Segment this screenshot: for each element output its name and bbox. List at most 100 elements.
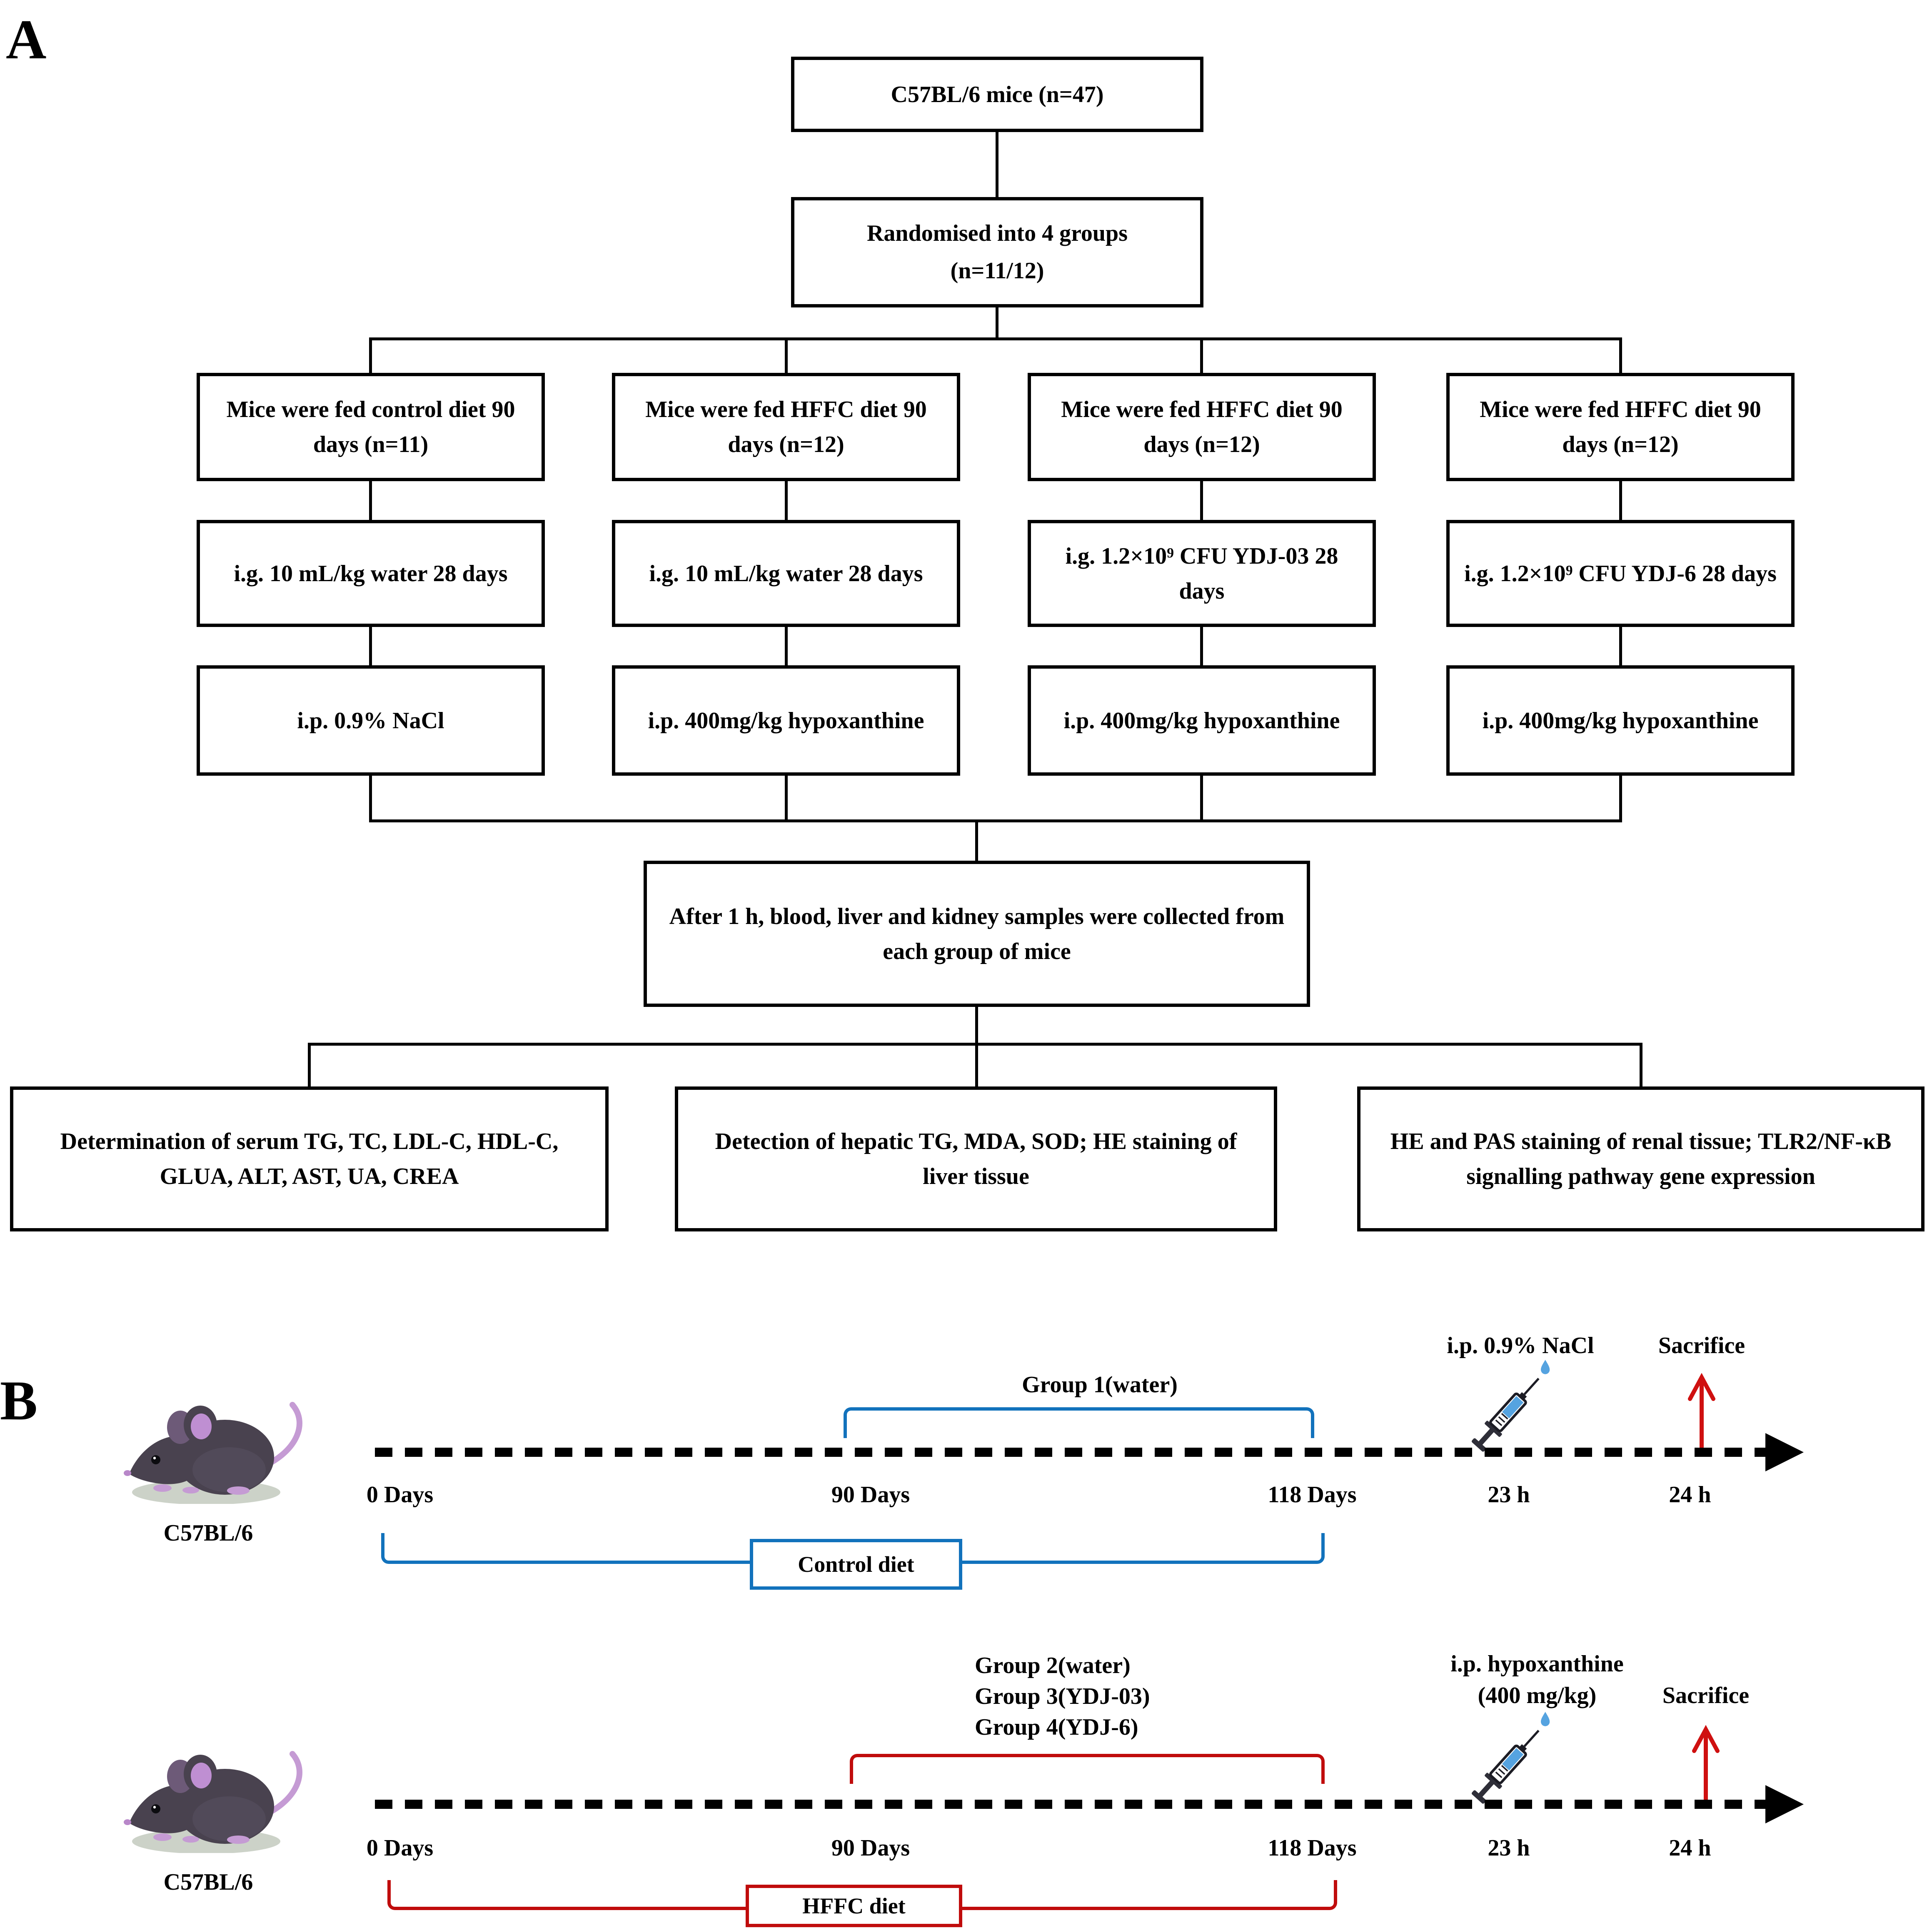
group1-gavage-text: i.g. 10 mL/kg water 28 days <box>234 560 508 587</box>
connector <box>785 627 788 665</box>
group4-injection-box: i.p. 400mg/kg hypoxanthine <box>1446 665 1795 776</box>
connector <box>1200 776 1203 822</box>
flow-box-population: C57BL/6 mice (n=47) <box>791 57 1203 132</box>
connector <box>975 1007 978 1043</box>
timeline1-treatment-bracket <box>844 1407 1314 1438</box>
timeline1-tick-23h: 23 h <box>1488 1482 1530 1508</box>
flow-box-randomised-line2: (n=11/12) <box>950 257 1044 284</box>
timeline2-sacrifice-label: Sacrifice <box>1662 1683 1750 1708</box>
timeline2-arrowhead <box>1765 1785 1804 1823</box>
connector <box>996 307 998 337</box>
timeline2-axis <box>375 1800 1766 1809</box>
timeline2-group4-label: Group 4(YDJ-6) <box>975 1714 1138 1740</box>
group2-injection-box: i.p. 400mg/kg hypoxanthine <box>612 665 960 776</box>
timeline2-group2-label: Group 2(water) <box>975 1653 1131 1678</box>
timeline2-tick-23h: 23 h <box>1488 1835 1530 1861</box>
timeline1-group-label: Group 1(water) <box>1022 1372 1178 1398</box>
group3-injection-text: i.p. 400mg/kg hypoxanthine <box>1063 707 1340 734</box>
timeline2-diet-box: HFFC diet <box>746 1885 962 1927</box>
timeline2-tick-118days: 118 Days <box>1268 1835 1357 1861</box>
group1-diet-text: Mice were fed control diet 90 days (n=11… <box>226 397 515 457</box>
timeline1-diet-box: Control diet <box>750 1539 962 1590</box>
connector <box>1640 1043 1642 1086</box>
connector <box>975 819 978 861</box>
collect-box-text: After 1 h, blood, liver and kidney sampl… <box>669 903 1285 964</box>
panel-b-label: B <box>0 1370 38 1432</box>
outcome-renal-box: HE and PAS staining of renal tissue; TLR… <box>1357 1086 1925 1231</box>
connector <box>369 481 372 520</box>
connector <box>1619 481 1622 520</box>
group2-diet-box: Mice were fed HFFC diet 90 days (n=12) <box>612 373 960 481</box>
timeline2-tick-24h: 24 h <box>1669 1835 1711 1861</box>
timeline1-tick-0days: 0 Days <box>366 1482 434 1508</box>
outcome-serum-box: Determination of serum TG, TC, LDL-C, HD… <box>10 1086 609 1231</box>
group3-gavage-text: i.g. 1.2×10⁹ CFU YDJ-03 28 days <box>1065 543 1338 604</box>
connector <box>369 337 1622 340</box>
connector <box>1619 337 1622 373</box>
connector <box>1200 627 1203 665</box>
timeline2-tick-0days: 0 Days <box>366 1835 434 1861</box>
connector <box>1200 481 1203 520</box>
timeline1-diet-text: Control diet <box>798 1552 914 1577</box>
connector <box>369 627 372 665</box>
connector <box>1200 337 1203 373</box>
timeline1-sacrifice-label: Sacrifice <box>1658 1333 1745 1359</box>
group3-injection-box: i.p. 400mg/kg hypoxanthine <box>1028 665 1376 776</box>
timeline2-injection-label-line1: i.p. hypoxanthine <box>1450 1651 1624 1677</box>
group3-diet-box: Mice were fed HFFC diet 90 days (n=12) <box>1028 373 1376 481</box>
mouse-icon <box>100 1732 317 1853</box>
group4-diet-box: Mice were fed HFFC diet 90 days (n=12) <box>1446 373 1795 481</box>
timeline1-tick-90days: 90 Days <box>831 1482 910 1508</box>
group2-diet-text: Mice were fed HFFC diet 90 days (n=12) <box>645 397 927 457</box>
connector <box>369 819 1622 822</box>
connector <box>308 1043 1642 1046</box>
timeline2-group3-label: Group 3(YDJ-03) <box>975 1683 1150 1709</box>
connector <box>785 776 788 822</box>
group4-gavage-text: i.g. 1.2×10⁹ CFU YDJ-6 28 days <box>1464 560 1777 587</box>
group3-gavage-box: i.g. 1.2×10⁹ CFU YDJ-03 28 days <box>1028 520 1376 627</box>
outcome-serum-text: Determination of serum TG, TC, LDL-C, HD… <box>60 1129 559 1189</box>
mouse-icon <box>100 1383 317 1504</box>
flow-box-randomised: Randomised into 4 groups (n=11/12) <box>791 197 1203 307</box>
timeline1-axis <box>375 1448 1766 1457</box>
flow-box-randomised-line1: Randomised into 4 groups <box>866 220 1128 246</box>
connector <box>975 1043 978 1086</box>
collect-box: After 1 h, blood, liver and kidney sampl… <box>644 861 1310 1007</box>
timeline1-injection-label: i.p. 0.9% NaCl <box>1447 1333 1594 1359</box>
flow-box-population-text: C57BL/6 mice (n=47) <box>891 81 1104 107</box>
timeline1-tick-118days: 118 Days <box>1268 1482 1357 1508</box>
outcome-hepatic-box: Detection of hepatic TG, MDA, SOD; HE st… <box>675 1086 1277 1231</box>
connector <box>785 481 788 520</box>
sacrifice-arrow-icon <box>1683 1370 1720 1449</box>
timeline2-tick-90days: 90 Days <box>831 1835 910 1861</box>
mouse-strain-label: C57BL/6 <box>163 1520 253 1546</box>
outcome-hepatic-text: Detection of hepatic TG, MDA, SOD; HE st… <box>715 1129 1237 1189</box>
timeline1-arrowhead <box>1765 1433 1804 1471</box>
connector <box>1619 627 1622 665</box>
sacrifice-arrow-icon <box>1687 1722 1725 1801</box>
group1-injection-box: i.p. 0.9% NaCl <box>197 665 545 776</box>
group1-gavage-box: i.g. 10 mL/kg water 28 days <box>197 520 545 627</box>
connector <box>369 337 372 373</box>
group2-gavage-text: i.g. 10 mL/kg water 28 days <box>649 560 923 587</box>
connector <box>785 337 788 373</box>
timeline2-treatment-bracket <box>850 1754 1325 1784</box>
group4-diet-text: Mice were fed HFFC diet 90 days (n=12) <box>1480 397 1761 457</box>
group3-diet-text: Mice were fed HFFC diet 90 days (n=12) <box>1061 397 1343 457</box>
group2-gavage-box: i.g. 10 mL/kg water 28 days <box>612 520 960 627</box>
connector <box>996 132 998 197</box>
connector <box>1619 776 1622 822</box>
timeline1-tick-24h: 24 h <box>1669 1482 1711 1508</box>
group2-injection-text: i.p. 400mg/kg hypoxanthine <box>648 707 924 734</box>
timeline2-injection-label-line2: (400 mg/kg) <box>1478 1683 1597 1708</box>
mouse-strain-label: C57BL/6 <box>163 1869 253 1895</box>
connector <box>308 1043 311 1086</box>
timeline2-diet-text: HFFC diet <box>802 1893 906 1918</box>
group4-injection-text: i.p. 400mg/kg hypoxanthine <box>1482 707 1759 734</box>
connector <box>369 776 372 822</box>
outcome-renal-text: HE and PAS staining of renal tissue; TLR… <box>1390 1129 1892 1189</box>
group4-gavage-box: i.g. 1.2×10⁹ CFU YDJ-6 28 days <box>1446 520 1795 627</box>
group1-diet-box: Mice were fed control diet 90 days (n=11… <box>197 373 545 481</box>
group1-injection-text: i.p. 0.9% NaCl <box>297 707 444 734</box>
panel-a-label: A <box>6 9 47 71</box>
